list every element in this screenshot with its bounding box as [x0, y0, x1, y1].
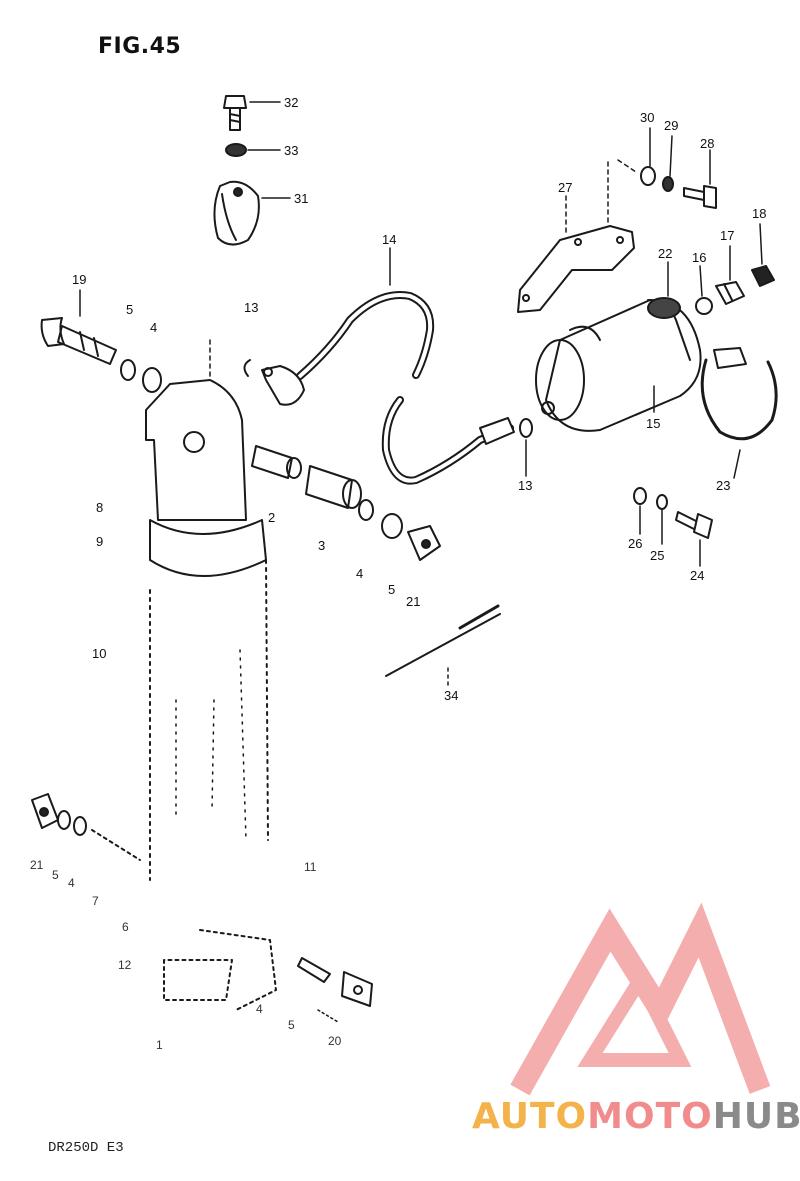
bolt-24: [675, 511, 713, 539]
callout-28: 28: [700, 136, 715, 151]
washer-5c: [57, 810, 71, 830]
callout-5c: 5: [52, 868, 59, 882]
automotohub-logo-mark: [510, 902, 771, 1096]
washer-4c: [73, 816, 87, 836]
callout-14: 14: [382, 232, 397, 247]
callout-13b: 13: [518, 478, 533, 493]
callout-19: 19: [72, 272, 87, 287]
watermark-hub: HUB: [712, 1096, 800, 1137]
circlip-13b: [519, 418, 533, 438]
callout-15: 15: [646, 416, 661, 431]
model-code: DR250D E3: [48, 1140, 124, 1156]
callout-2: 2: [268, 510, 276, 525]
callout-26: 26: [628, 536, 643, 551]
callout-3: 3: [318, 538, 326, 553]
callout-22: 22: [658, 246, 673, 261]
callout-18: 18: [752, 206, 767, 221]
washer-5a: [120, 359, 136, 381]
bracket-27: [517, 225, 635, 313]
bushing-2: [251, 445, 302, 479]
cap-18: [751, 265, 775, 287]
washer-29: [662, 176, 674, 192]
callout-29: 29: [664, 118, 679, 133]
callout-4c: 4: [68, 876, 75, 890]
washer-5b: [381, 513, 403, 539]
callout-20: 20: [328, 1034, 342, 1048]
callout-16: 16: [692, 250, 707, 265]
callout-4b: 4: [356, 566, 364, 581]
callout-4d: 4: [256, 1002, 263, 1016]
clamp-31: [213, 180, 260, 246]
link-1: [163, 929, 277, 1011]
callout-12: 12: [118, 958, 132, 972]
bolt-19: [40, 317, 117, 365]
callout-21b: 21: [30, 858, 44, 872]
collar-3: [305, 465, 362, 509]
washer-4b: [358, 499, 374, 521]
washer-33: [225, 143, 247, 157]
nut-17: [715, 281, 745, 305]
shock-absorber: [145, 379, 269, 881]
bolt-20: [297, 957, 373, 1007]
figure-title: FIG.45: [98, 34, 182, 59]
band-23: [700, 347, 778, 441]
callout-9: 9: [96, 534, 104, 549]
callout-8: 8: [96, 500, 104, 515]
callout-1: 1: [156, 1038, 163, 1052]
bolt-28: [683, 185, 717, 209]
callout-6: 6: [122, 920, 129, 934]
callout-11: 11: [304, 860, 317, 874]
callout-32: 32: [284, 95, 299, 110]
callout-5d: 5: [288, 1018, 295, 1032]
callout-34: 34: [444, 688, 459, 703]
o-ring-22: [647, 297, 681, 319]
callout-27: 27: [558, 180, 573, 195]
callout-33: 33: [284, 143, 299, 158]
callout-25: 25: [650, 548, 665, 563]
callout-30: 30: [640, 110, 655, 125]
callout-17: 17: [720, 228, 735, 243]
nut-21b: [31, 793, 59, 829]
callout-24: 24: [690, 568, 705, 583]
callout-10: 10: [92, 646, 107, 661]
washer-26: [633, 487, 647, 505]
o-ring-16: [695, 297, 713, 315]
circlip-13a: [243, 359, 251, 377]
callout-7: 7: [92, 894, 99, 908]
callout-23: 23: [716, 478, 731, 493]
washer-25: [656, 494, 668, 510]
callout-5b: 5: [388, 582, 396, 597]
callout-31: 31: [294, 191, 309, 206]
callout-5a: 5: [126, 302, 134, 317]
bolt-32: [223, 95, 247, 131]
starter-motor-15: [535, 299, 702, 432]
washer-4a: [142, 367, 162, 393]
watermark-moto: MOTO: [587, 1096, 713, 1137]
callout-21a: 21: [406, 594, 421, 609]
callout-4a: 4: [150, 320, 158, 335]
watermark-auto: AUTO: [472, 1096, 588, 1137]
automotohub-watermark: AUTOMOTOHUB: [472, 1096, 800, 1137]
nut-21a: [407, 525, 441, 561]
starter-cable-14: [261, 291, 515, 485]
rod-34: [385, 604, 501, 677]
spacer-7: [91, 829, 141, 861]
callout-13a: 13: [244, 300, 259, 315]
washer-30: [640, 166, 656, 186]
